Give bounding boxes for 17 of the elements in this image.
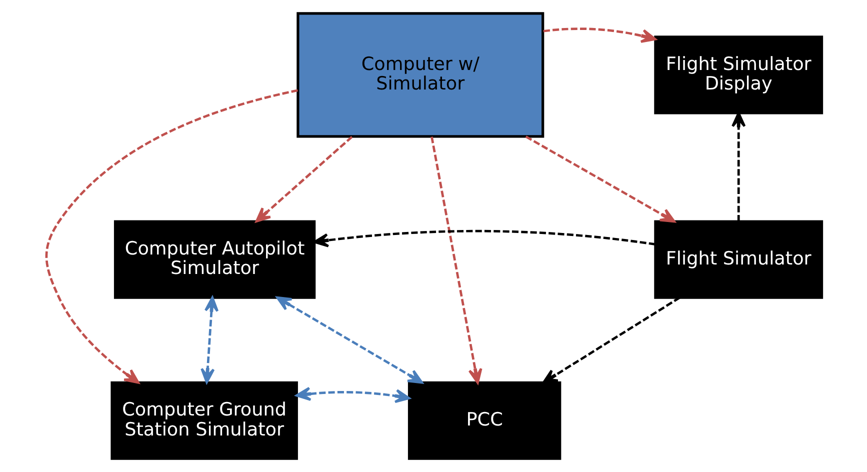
arrow bbox=[295, 386, 410, 404]
node-box: Flight Simulator Display bbox=[654, 36, 823, 114]
arrow bbox=[276, 296, 423, 384]
node-box: PCC bbox=[407, 381, 561, 460]
arrow bbox=[731, 112, 746, 222]
node-box: Computer Autopilot Simulator bbox=[113, 220, 316, 299]
node-box: Flight Simulator bbox=[654, 220, 823, 299]
arrow bbox=[542, 296, 680, 384]
node-box: Computer Ground Station Simulator bbox=[110, 381, 298, 460]
node-box: Computer w/ Simulator bbox=[296, 12, 544, 138]
arrow bbox=[44, 89, 298, 384]
arrow bbox=[524, 136, 675, 223]
arrow bbox=[200, 296, 218, 384]
arrow bbox=[542, 28, 656, 43]
arrow bbox=[430, 136, 482, 384]
arrow bbox=[312, 230, 656, 248]
arrow bbox=[254, 136, 352, 222]
